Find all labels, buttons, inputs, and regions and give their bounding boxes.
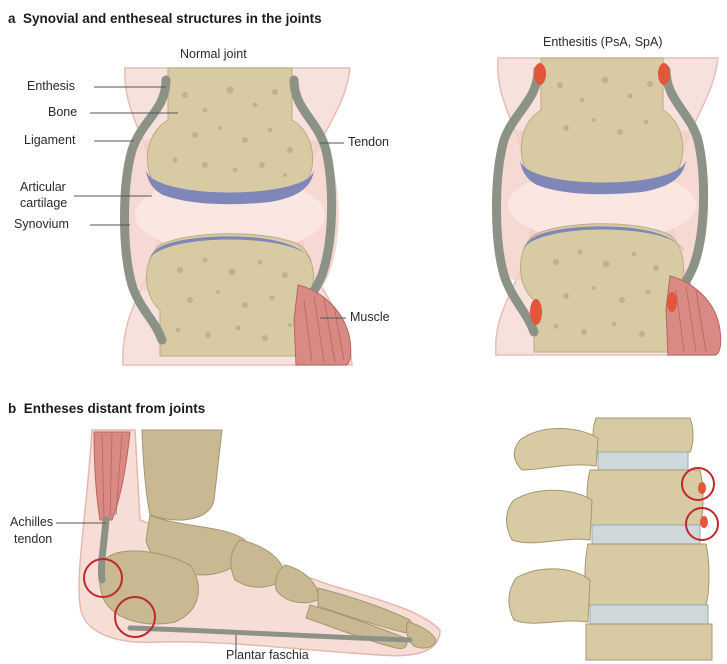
disc-1 [598, 452, 688, 470]
spinous-process-1 [514, 428, 598, 470]
spine-inflammation-2 [700, 516, 708, 528]
vertebra-3 [585, 544, 709, 605]
vertebra-4 [586, 624, 712, 660]
spinous-process-3 [509, 569, 590, 623]
disc-2 [592, 525, 700, 544]
spine-inflammation-1 [698, 482, 706, 494]
spinous-process-2 [507, 490, 592, 543]
vertebra-1 [593, 418, 693, 452]
vertebra-2 [587, 470, 703, 525]
disc-3 [590, 605, 708, 624]
